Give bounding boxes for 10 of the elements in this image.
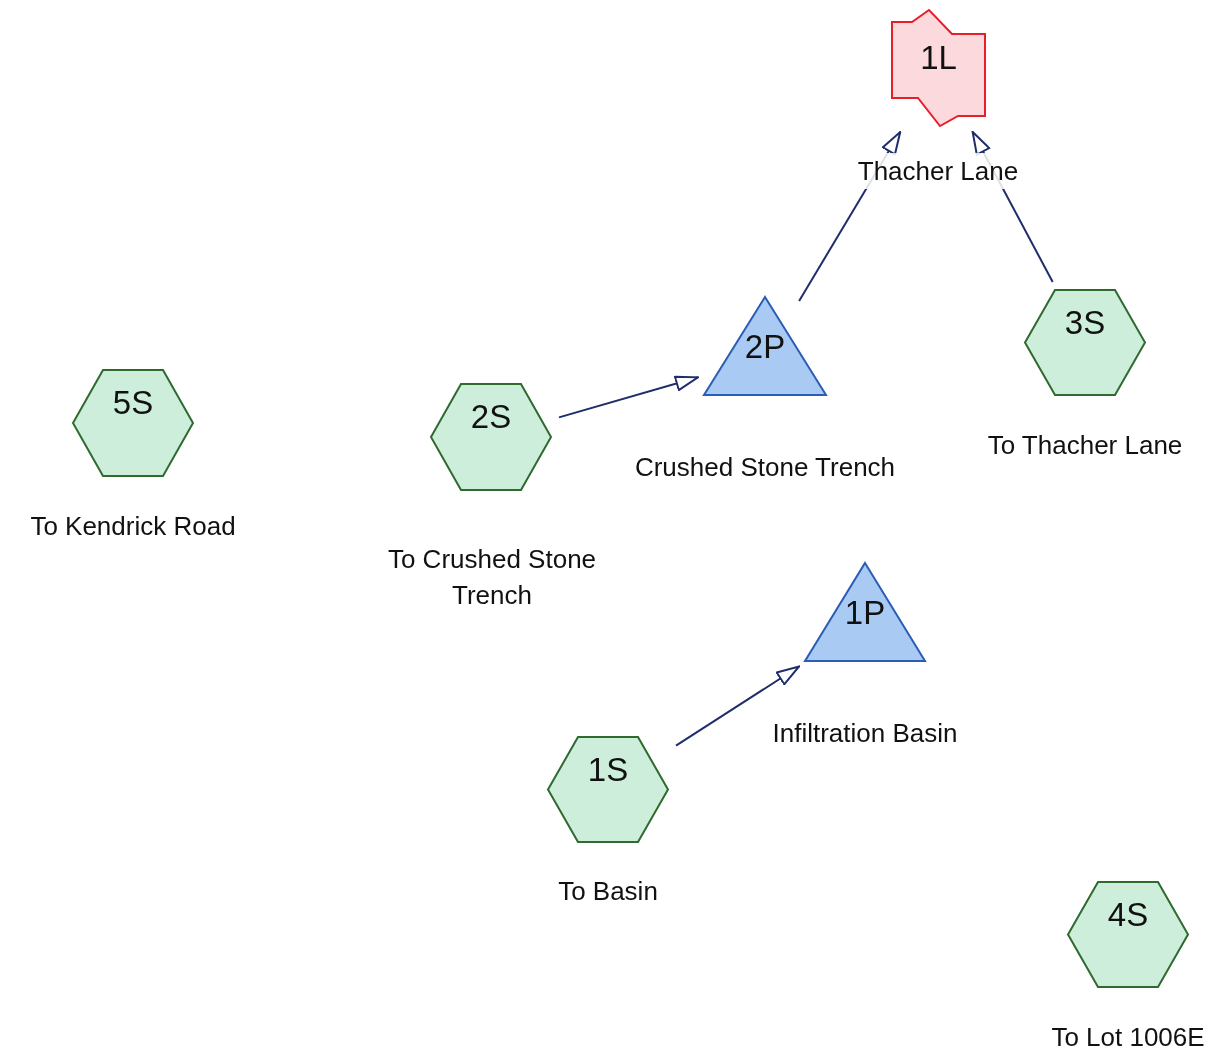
node-id: 1L (919, 38, 958, 78)
arrow (558, 375, 699, 419)
node-id: 2S (469, 397, 513, 437)
arrow (675, 665, 800, 747)
node-id: 1P (843, 593, 887, 633)
node-id: 1S (586, 750, 630, 790)
node-id: 5S (111, 383, 155, 423)
node-id: 4S (1106, 895, 1150, 935)
node-id: 3S (1063, 303, 1107, 343)
node-id: 2P (743, 327, 787, 367)
